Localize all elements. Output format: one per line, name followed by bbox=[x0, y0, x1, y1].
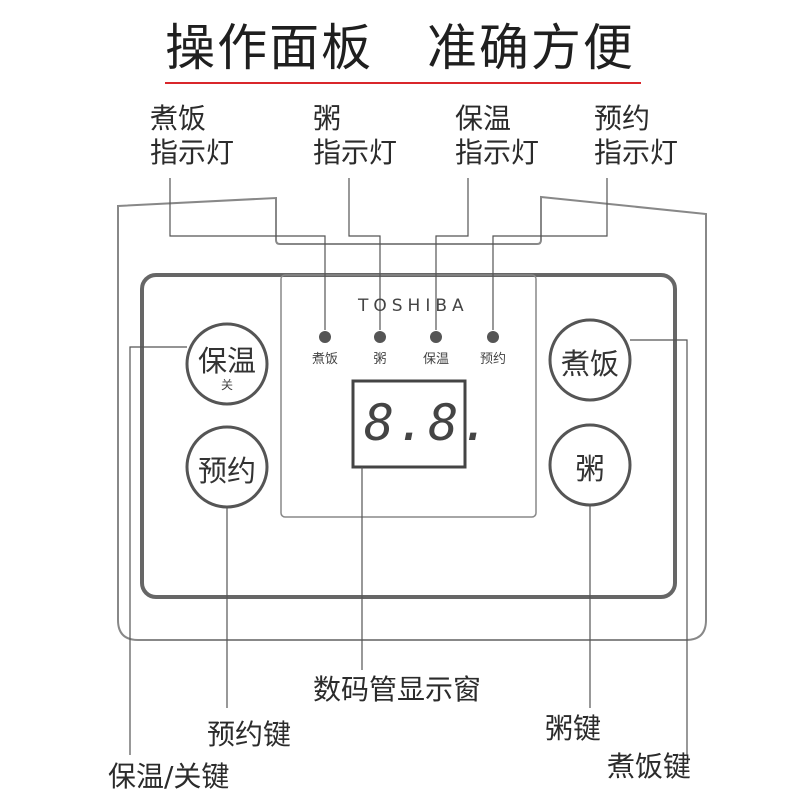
callout-timer-light-line2: 指示灯 bbox=[594, 136, 679, 169]
digit-window bbox=[351, 379, 467, 469]
led-label-timer: 预约 bbox=[479, 352, 506, 367]
warm-off-button-sublabel: 关 bbox=[220, 378, 233, 392]
timer-button-label: 预约 bbox=[197, 454, 256, 488]
leader-cook-key bbox=[630, 339, 688, 755]
led-porridge bbox=[374, 331, 386, 343]
leader-warm-off-key bbox=[129, 346, 187, 755]
callout-cook-light-line1: 煮饭 bbox=[150, 102, 207, 135]
leader-porridge-light bbox=[348, 178, 381, 330]
callout-porridge-light-line1: 粥 bbox=[313, 102, 342, 135]
cook-button-outline bbox=[548, 318, 632, 402]
warm-off-button-label: 保温 bbox=[197, 344, 256, 378]
callout-display-window: 数码管显示窗 bbox=[313, 673, 482, 706]
callout-timer-key: 预约键 bbox=[207, 718, 292, 751]
led-timer bbox=[487, 331, 499, 343]
porridge-button[interactable]: 粥 bbox=[550, 425, 630, 505]
leader-cook-light bbox=[169, 178, 326, 330]
callout-cook-key: 煮饭键 bbox=[607, 750, 692, 783]
brand-logo-text: TOSHIBA bbox=[358, 296, 469, 316]
title-right: 准确方便 bbox=[426, 19, 635, 77]
digit-readout: 8.8. bbox=[364, 394, 493, 452]
warm-off-button[interactable]: 保温 关 bbox=[187, 324, 267, 404]
led-label-warm: 保温 bbox=[422, 352, 449, 367]
inner-display-panel bbox=[280, 274, 537, 518]
callout-warm-light-line1: 保温 bbox=[455, 102, 512, 135]
porridge-button-label: 粥 bbox=[575, 452, 605, 486]
callout-warm-light: 保温 指示灯 bbox=[455, 102, 539, 170]
callout-cook-light-line2: 指示灯 bbox=[150, 136, 235, 169]
callout-porridge-light: 粥 指示灯 bbox=[313, 102, 397, 170]
cook-button-label: 煮饭 bbox=[560, 347, 619, 381]
callout-timer-light: 预约 指示灯 bbox=[594, 102, 678, 170]
callout-porridge-light-line2: 指示灯 bbox=[313, 136, 398, 169]
led-warm bbox=[430, 331, 442, 343]
leader-timer-light bbox=[492, 178, 608, 330]
page-title: 操作面板 准确方便 bbox=[0, 8, 800, 80]
callout-timer-light-line1: 预约 bbox=[594, 102, 651, 135]
leader-warm-light bbox=[435, 178, 469, 330]
cook-button[interactable]: 煮饭 bbox=[550, 320, 630, 400]
callout-warm-light-line2: 指示灯 bbox=[455, 136, 540, 169]
callout-porridge-key: 粥键 bbox=[545, 712, 602, 745]
callout-warm-off-key: 保温/关键 bbox=[108, 760, 230, 793]
led-label-porridge: 粥 bbox=[373, 352, 387, 367]
timer-button[interactable]: 预约 bbox=[187, 427, 267, 507]
callout-cook-light: 煮饭 指示灯 bbox=[150, 102, 234, 170]
warm-off-button-outline bbox=[185, 322, 269, 406]
title-underline bbox=[165, 82, 641, 84]
led-label-cook: 煮饭 bbox=[311, 352, 338, 367]
led-cook bbox=[319, 331, 331, 343]
appliance-body-outline bbox=[117, 195, 707, 641]
title-left: 操作面板 bbox=[165, 19, 374, 77]
